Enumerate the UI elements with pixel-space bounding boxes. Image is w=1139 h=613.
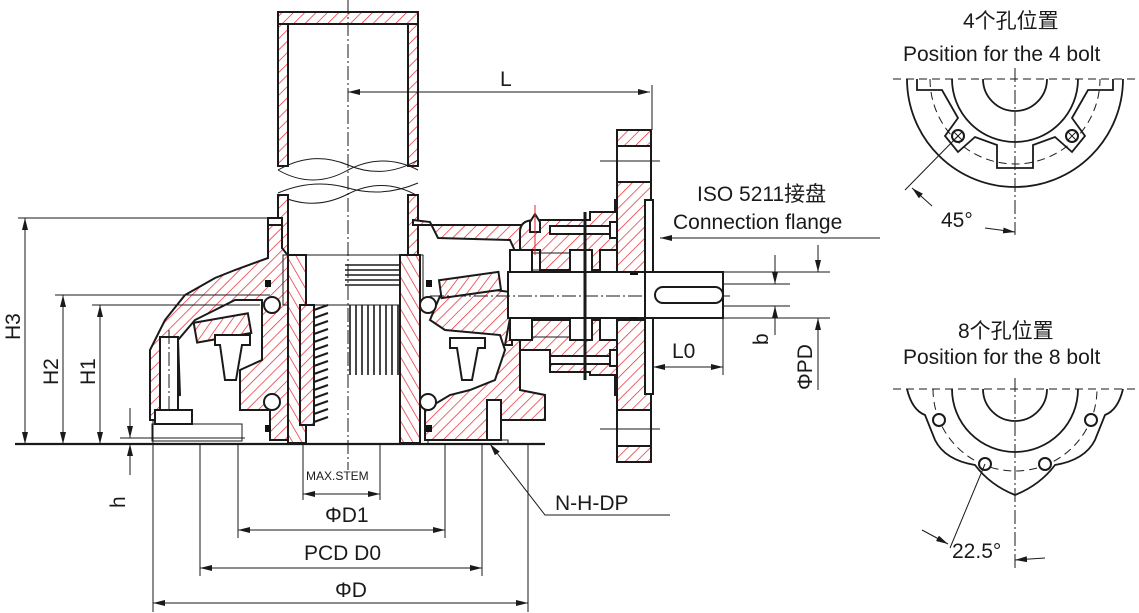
bolt-view-8-title-en: Position for the 8 bolt	[903, 346, 1100, 369]
bolt-view-8: 8个孔位置 Position for the 8 bolt 22.5°	[893, 320, 1139, 570]
bolt-view-4-angle: 45°	[941, 209, 973, 232]
dim-bolt-spec: N-H-DP	[555, 492, 629, 515]
spline	[345, 264, 400, 375]
bolt-view-8-angle: 22.5°	[952, 540, 1001, 563]
dim-L: L	[500, 68, 512, 91]
bolt-view-4-title-cn: 4个孔位置	[963, 10, 1059, 33]
base	[15, 437, 545, 446]
center-sleeve	[282, 0, 424, 470]
dim-H1: H1	[77, 358, 100, 385]
bolt-view-4: 4个孔位置 Position for the 4 bolt 45°	[893, 10, 1139, 235]
connection-flange	[600, 129, 830, 463]
input-shaft-assembly	[430, 199, 730, 396]
housing-left	[149, 224, 291, 442]
dim-max-stem: MAX.STEM	[306, 469, 369, 483]
dim-D1: ΦD1	[325, 504, 369, 527]
dim-PD: ΦPD	[794, 344, 817, 390]
dim-h: h	[107, 496, 130, 508]
flange-note-en: Connection flange	[673, 211, 842, 234]
flange-note-cn: ISO 5211接盘	[697, 183, 826, 206]
dim-H3: H3	[2, 313, 25, 340]
dim-H2: H2	[40, 358, 63, 385]
bolt-view-4-title-en: Position for the 4 bolt	[903, 43, 1100, 66]
dimension-lines	[18, 85, 880, 612]
dim-L0: L0	[672, 340, 695, 363]
dim-b: b	[750, 333, 773, 345]
bolt-view-8-title-cn: 8个孔位置	[958, 320, 1054, 343]
worm-thread	[299, 304, 329, 426]
dim-D0: PCD D0	[304, 542, 381, 565]
stem-tube	[267, 11, 419, 256]
dim-D: ΦD	[335, 579, 367, 602]
